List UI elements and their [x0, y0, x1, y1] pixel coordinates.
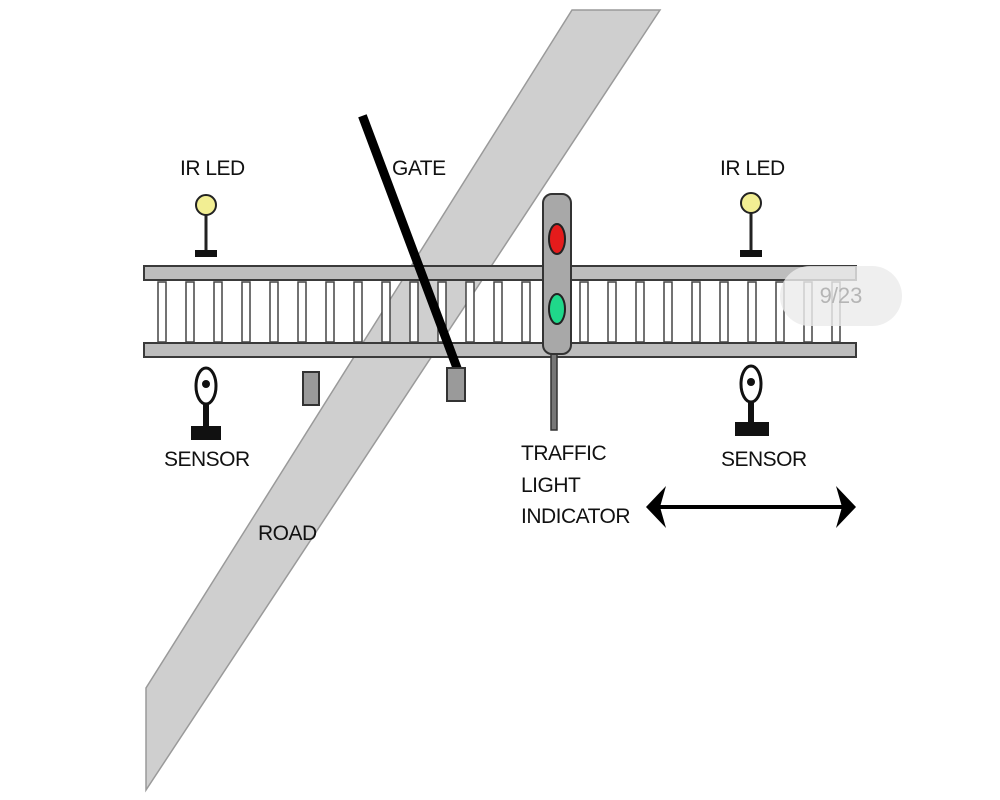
track-sleeper — [409, 281, 419, 343]
track-sleeper — [157, 281, 167, 343]
track-sleeper — [353, 281, 363, 343]
road-label: ROAD — [258, 522, 317, 545]
traffic-light-label-line2: LIGHT — [521, 474, 581, 497]
track-sleeper — [691, 281, 701, 343]
track-sleeper — [607, 281, 617, 343]
sensor-icon — [735, 364, 769, 436]
sensor-left-label: SENSOR — [164, 448, 250, 471]
ir-led-right-label: IR LED — [720, 157, 785, 180]
track-sleeper — [241, 281, 251, 343]
track-sleeper — [635, 281, 645, 343]
sensor-right-label: SENSOR — [721, 448, 807, 471]
track-sleeper — [579, 281, 589, 343]
track-sleeper — [719, 281, 729, 343]
track-sleepers — [157, 281, 841, 343]
track-sleeper — [663, 281, 673, 343]
track-sleeper — [493, 281, 503, 343]
gate-label: GATE — [392, 157, 446, 180]
double-arrow-icon — [646, 486, 856, 528]
gate-barrier — [358, 114, 466, 402]
track-sleeper — [297, 281, 307, 343]
ir-led-icon — [740, 192, 762, 257]
ir-led-icon — [195, 194, 217, 257]
red-light — [548, 223, 566, 255]
traffic-light-label-line1: TRAFFIC — [521, 442, 606, 465]
track-marker-block — [302, 371, 320, 406]
track-sleeper — [521, 281, 531, 343]
road-band — [145, 9, 662, 793]
traffic-light-icon — [542, 193, 572, 431]
track-sleeper — [269, 281, 279, 343]
track-sleeper — [213, 281, 223, 343]
sensor-icon — [191, 366, 221, 440]
page-indicator-badge[interactable]: 9/23 — [780, 266, 902, 326]
green-light — [548, 293, 566, 325]
railway-track — [143, 265, 857, 358]
page-indicator-text: 9/23 — [819, 283, 863, 308]
ir-led-left-label: IR LED — [180, 157, 245, 180]
track-sleeper — [185, 281, 195, 343]
track-sleeper — [381, 281, 391, 343]
traffic-light-label-line3: INDICATOR — [521, 505, 630, 528]
track-sleeper — [325, 281, 335, 343]
track-sleeper — [747, 281, 757, 343]
track-sleeper — [465, 281, 475, 343]
